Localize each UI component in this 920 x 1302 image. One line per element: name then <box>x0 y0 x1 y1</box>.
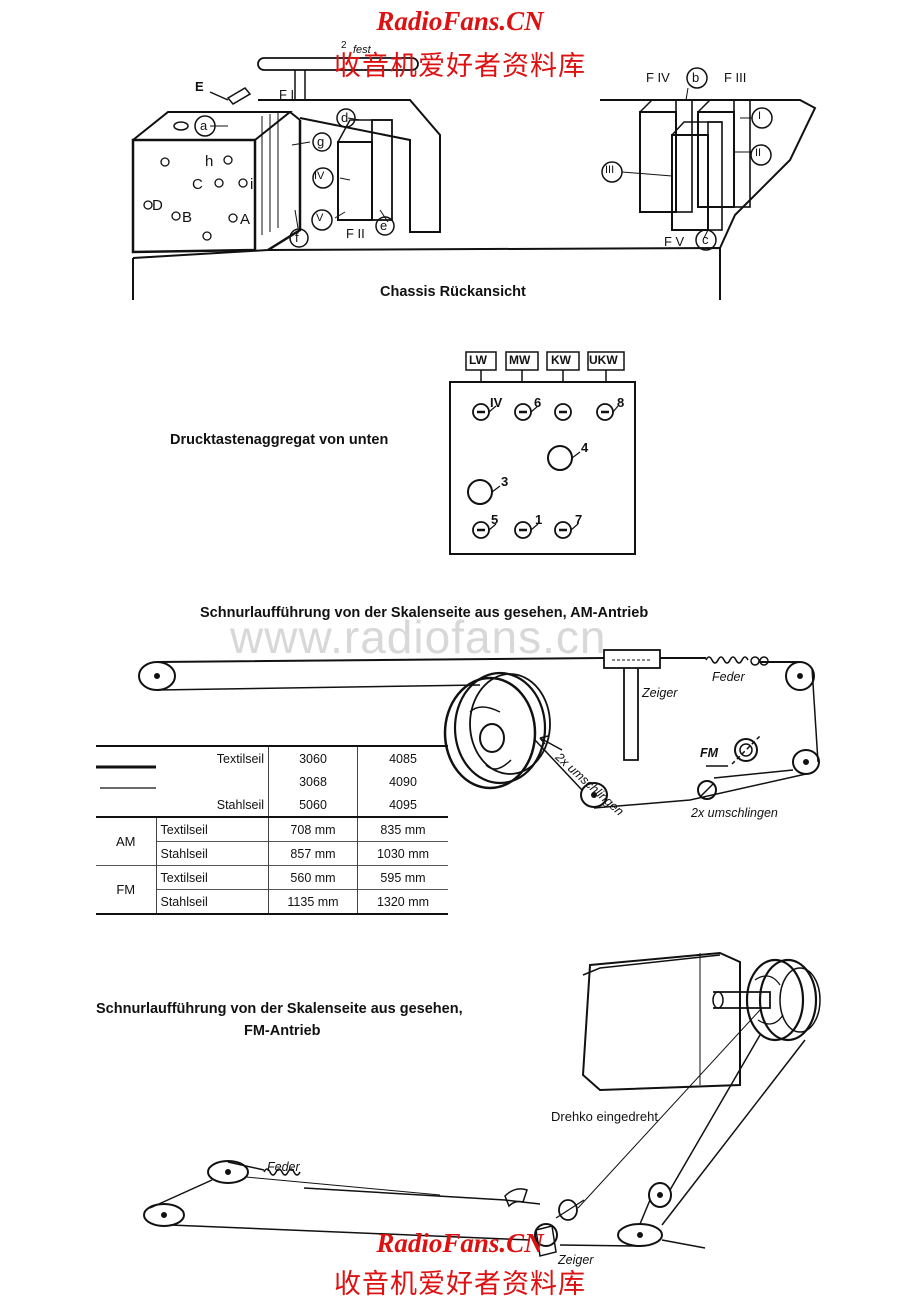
row-name: Stahlseil <box>155 889 269 914</box>
watermark-gray: www.radiofans.cn <box>230 611 607 663</box>
watermark-cn-bottom: 收音机爱好者资料库 <box>334 1269 586 1300</box>
row-name: Textilseil <box>155 865 269 890</box>
buttons-caption: Drucktastenaggregat von unten <box>170 432 389 448</box>
watermark-site-top: RadioFans.CN <box>376 6 544 36</box>
row-name: Textilseil <box>155 817 269 842</box>
row-group-fm: FM <box>116 882 136 897</box>
contact-1: 1 <box>535 512 543 527</box>
row-value: 708 mm <box>268 817 358 842</box>
chassis-label-d: d <box>341 110 349 125</box>
watermark-cn-top: 收音机爱好者资料库 <box>334 51 586 82</box>
key-mw: MW <box>509 353 531 367</box>
model-3068: 3068 <box>268 770 358 793</box>
legend-textilseil: Textilseil <box>216 751 264 766</box>
watermark-site-bottom: RadioFans.CN <box>376 1228 544 1258</box>
chassis-label-e-small: e <box>380 218 388 233</box>
chassis-label-a: a <box>200 118 208 133</box>
row-value: 560 mm <box>268 865 358 890</box>
chassis-label-fest: fest <box>353 44 371 56</box>
key-ukw: UKW <box>589 353 618 367</box>
table-row: AM Textilseil 708 mm 835 mm <box>96 817 448 849</box>
am-label-zeiger: Zeiger <box>642 686 678 700</box>
chassis-label-2: 2 <box>341 40 347 51</box>
chassis-label-c-circle: c <box>702 232 709 247</box>
row-value: 1030 mm <box>357 841 448 866</box>
chassis-label-iv: IV <box>314 170 325 182</box>
chassis-label-f4: F IV <box>646 70 670 85</box>
chassis-drawing <box>131 57 817 300</box>
chassis-label-a-box: A <box>240 211 251 228</box>
row-value: 1320 mm <box>357 889 448 914</box>
table-legend-lines <box>96 765 156 789</box>
model-3060: 3060 <box>268 746 358 770</box>
chassis-label-f: f <box>295 230 299 245</box>
row-value: 835 mm <box>357 817 448 842</box>
chassis-label-g: g <box>317 134 325 149</box>
fm-caption-line1: Schnurlaufführung von der Skalenseite au… <box>96 1001 463 1017</box>
contact-5: 5 <box>491 512 499 527</box>
contact-4: 4 <box>581 440 589 455</box>
chassis-label-f5: F V <box>664 234 685 249</box>
contact-6: 6 <box>534 395 542 410</box>
fm-label-drehko: Drehko eingedreht <box>551 1109 658 1124</box>
chassis-label-b: B <box>182 209 193 226</box>
am-label-feder: Feder <box>712 670 745 684</box>
model-5060: 5060 <box>268 793 358 817</box>
chassis-label-f3: F III <box>724 70 747 85</box>
model-4095: 4095 <box>357 793 448 817</box>
chassis-label-d-box: D <box>152 197 163 214</box>
row-name: Stahlseil <box>155 841 269 866</box>
fm-cord-drawing <box>143 951 821 1257</box>
chassis-label-h: h <box>205 153 214 170</box>
chassis-label-roman3: III <box>605 164 615 176</box>
chassis-label-roman1: I <box>758 110 762 122</box>
legend-stahlseil: Stahlseil <box>216 797 264 812</box>
fm-label-zeiger: Zeiger <box>558 1253 594 1267</box>
fm-label-feder: Feder <box>267 1160 300 1174</box>
chassis-label-roman2: II <box>755 147 762 159</box>
contact-8: 8 <box>617 395 625 410</box>
am-caption: Schnurlaufführung von der Skalenseite au… <box>200 605 649 621</box>
chassis-label-v: V <box>316 212 324 224</box>
contact-iv: IV <box>490 395 503 410</box>
row-group-am: AM <box>116 834 136 849</box>
cord-length-table: Textilseil 3060 4085 3068 4090 Stahlseil… <box>96 745 448 915</box>
row-value: 595 mm <box>357 865 448 890</box>
fm-caption-line2: FM-Antrieb <box>244 1023 321 1039</box>
chassis-label-f1: F I <box>279 87 295 102</box>
chassis-caption: Chassis Rückansicht <box>380 284 526 300</box>
table-row: Stahlseil 857 mm 1030 mm <box>96 841 448 866</box>
am-label-wrap2: 2x umschlingen <box>691 806 778 820</box>
am-label-fm: FM <box>700 746 719 760</box>
key-lw: LW <box>469 353 487 367</box>
chassis-label-e: E <box>195 79 204 94</box>
chassis-label-b-circle: b <box>692 70 700 85</box>
chassis-label-f2: F II <box>346 226 365 241</box>
chassis-label-i: i <box>250 176 254 193</box>
table-row: Stahlseil 1135 mm 1320 mm <box>96 889 448 914</box>
push-button-unit-drawing <box>449 351 636 555</box>
am-cord-drawing <box>138 649 820 809</box>
row-value: 857 mm <box>268 841 358 866</box>
table-row: FM Textilseil 560 mm 595 mm <box>96 865 448 897</box>
model-4090: 4090 <box>357 770 448 793</box>
row-value: 1135 mm <box>268 889 358 914</box>
key-kw: KW <box>551 353 571 367</box>
contact-3: 3 <box>501 474 509 489</box>
contact-7: 7 <box>575 512 583 527</box>
model-4085: 4085 <box>357 746 448 770</box>
chassis-label-c: C <box>192 176 203 193</box>
